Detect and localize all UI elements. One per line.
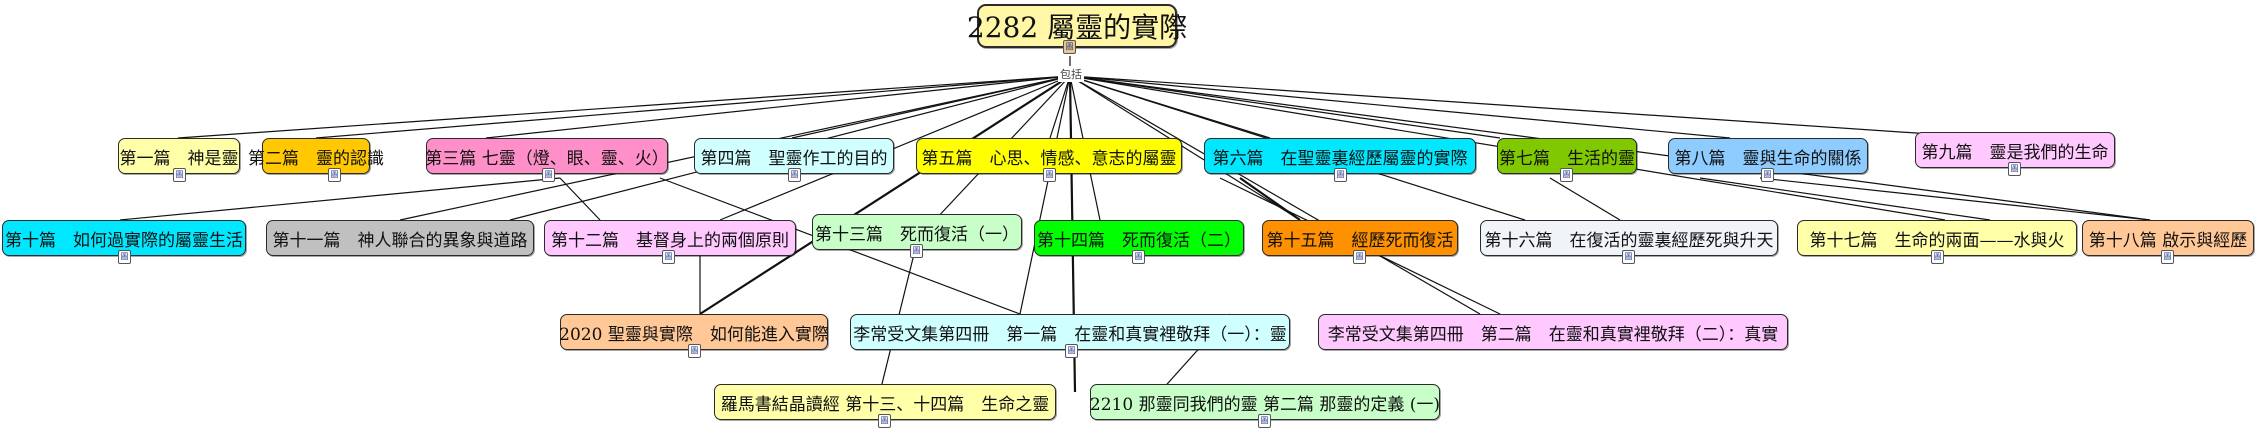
node-label: 第十三篇 死而復活（一） [815,224,1019,245]
node-label: 第九篇 靈是我們的生命 [1921,142,2109,163]
node-link-icon[interactable]: 圖 [878,414,891,428]
node-link-icon[interactable]: 圖 [542,168,555,182]
node-link-icon[interactable]: 圖 [2008,162,2021,176]
node-label: 2020 聖靈與實際 如何能進入實際 [559,324,829,345]
node-link-icon[interactable]: 圖 [1258,414,1271,428]
node-link-icon[interactable]: 圖 [1353,250,1366,264]
node-link-icon[interactable]: 圖 [328,168,341,182]
node-section-10[interactable]: 第十篇 如何過實際的屬靈生活 [2,220,246,256]
node-label: 第十四篇 死而復活（二） [1037,230,1241,251]
node-section-7[interactable]: 第七篇 生活的靈 [1497,138,1637,174]
node-label: 第十篇 如何過實際的屬靈生活 [5,230,243,251]
node-label: 李常受文集第四冊 第一篇 在靈和真實裡敬拜（一）：靈 [853,324,1287,345]
root-label: 2282 屬靈的實際 [966,11,1188,44]
node-label: 第三篇 七靈（燈、眼、靈、火） [425,148,669,169]
node-label: 第七篇 生活的靈 [1499,148,1635,169]
node-label: 第十五篇 經歷死而復活 [1266,230,1454,251]
node-label: 第六篇 在聖靈裏經歷屬靈的實際 [1212,148,1468,169]
node-link-icon[interactable]: 圖 [1065,344,1078,358]
node-label: 羅馬書結晶讀經 第十三、十四篇 生命之靈 [720,394,1050,415]
node-link-icon[interactable]: 圖 [1132,250,1145,264]
root-link-icon[interactable]: 圖 [1063,40,1076,54]
node-section-11[interactable]: 第十一篇 神人聯合的異象與道路 [266,220,534,256]
node-link-icon[interactable]: 圖 [688,344,701,358]
node-label: 2210 那靈同我們的靈 第二篇 那靈的定義 (一) [1089,394,1441,415]
node-label: 第四篇 聖靈作工的目的 [700,148,888,169]
relation-label: 包括 [1058,66,1084,82]
node-label: 第五篇 心思、情感、意志的屬靈 [921,148,1177,169]
node-link-icon[interactable]: 圖 [1622,250,1635,264]
node-link-icon[interactable]: 圖 [1931,250,1944,264]
node-link-icon[interactable]: 圖 [1761,168,1774,182]
node-link-icon[interactable]: 圖 [118,250,131,264]
node-link-icon[interactable]: 圖 [910,244,923,258]
node-label: 第二篇 靈的認識 [248,148,384,169]
node-link-icon[interactable]: 圖 [173,168,186,182]
node-label: 第十一篇 神人聯合的異象與道路 [272,230,528,251]
node-label: 第十二篇 基督身上的兩個原則 [551,230,789,251]
root-node[interactable]: 2282 屬靈的實際 [967,4,1187,48]
node-label: 第一篇 神是靈 [119,148,239,169]
node-section-2[interactable]: 第二篇 靈的認識 [248,138,384,174]
node-link-icon[interactable]: 圖 [1043,168,1056,182]
node-link-icon[interactable]: 圖 [1334,168,1347,182]
node-reference-3[interactable]: 李常受文集第四冊 第二篇 在靈和真實裡敬拜（二）：真實 [1318,314,1788,350]
node-link-icon[interactable]: 圖 [1560,168,1573,182]
node-link-icon[interactable]: 圖 [2161,250,2174,264]
node-link-icon[interactable]: 圖 [662,250,675,264]
node-label: 第十六篇 在復活的靈裏經歷死與升天 [1484,230,1774,251]
node-label: 第八篇 靈與生命的關係 [1674,148,1862,169]
node-link-icon[interactable]: 圖 [788,168,801,182]
node-label: 第十八篇 啟示與經歷 [2088,230,2248,251]
node-label: 第十七篇 生命的兩面——水與火 [1809,230,2065,251]
node-label: 李常受文集第四冊 第二篇 在靈和真實裡敬拜（二）：真實 [1327,324,1779,345]
